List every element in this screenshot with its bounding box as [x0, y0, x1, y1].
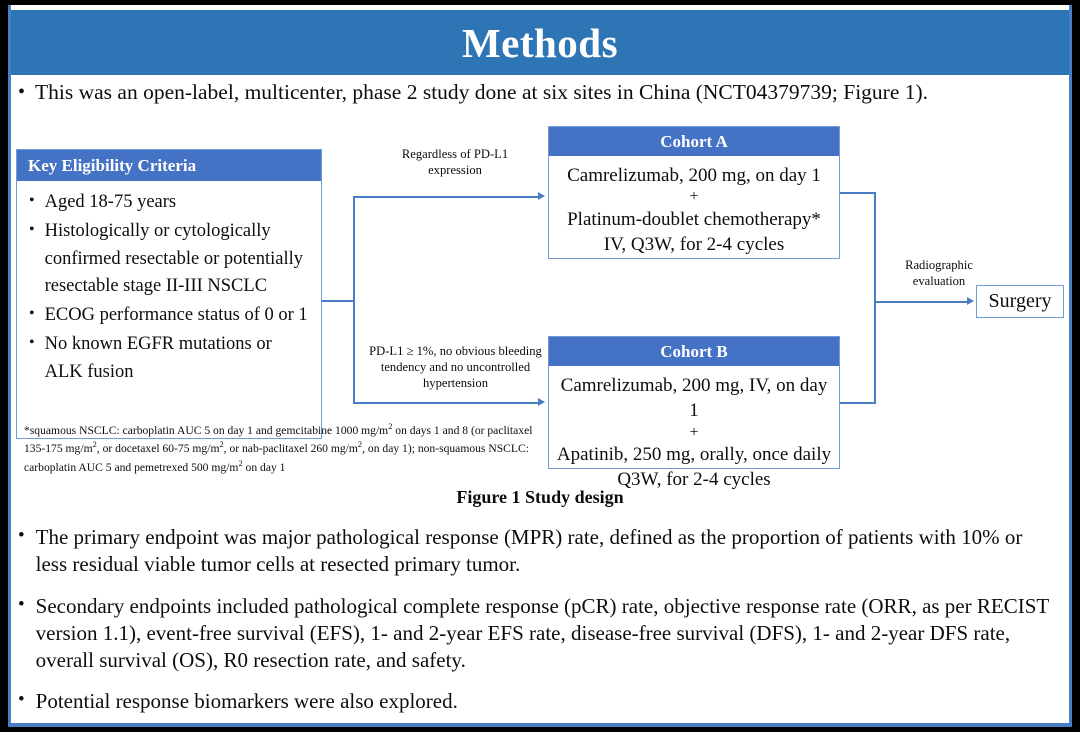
footnote-seg-1: *squamous NSCLC: carboplatin AUC 5 on da… [24, 423, 389, 437]
study-design-diagram: Key Eligibility Criteria • Aged 18-75 ye… [8, 118, 1072, 490]
connector-trunk-lower [353, 300, 355, 403]
connector-cohort-b-out [840, 402, 876, 404]
bullet-marker-icon: • [18, 81, 26, 103]
connector-to-surgery [874, 301, 969, 303]
surgery-label: Surgery [988, 290, 1052, 312]
superscript-2: 2 [219, 440, 224, 450]
cohort-a-body: Camrelizumab, 200 mg, on day 1 + Platinu… [549, 156, 839, 257]
eligibility-list: • Aged 18-75 years • Histologically or c… [17, 181, 321, 386]
bullet-text: Potential response biomarkers were also … [35, 689, 458, 714]
bullet-marker-icon: • [29, 192, 35, 209]
list-item: • Histologically or cytologically confir… [23, 218, 313, 301]
surgery-box: Surgery [976, 285, 1064, 318]
cohort-b-line-1: Camrelizumab, 200 mg, IV, on day 1 [560, 375, 828, 422]
connector-cohort-a-out [840, 192, 876, 194]
cohort-b-header: Cohort B [549, 337, 839, 366]
arrow-head-cohort-b-icon [538, 398, 545, 406]
superscript-2: 2 [357, 440, 363, 450]
arrow-head-surgery-icon [967, 297, 974, 305]
cohort-b-box: Cohort B Camrelizumab, 200 mg, IV, on da… [548, 336, 840, 490]
footnote-seg-2: on days 1 and 8 (or paclitaxel 135-175 m… [24, 423, 533, 456]
bullet-item: • Potential response biomarkers were als… [18, 688, 1056, 715]
branch-label-lower: PD-L1 ≥ 1%, no obvious bleeding tendency… [369, 344, 542, 391]
connector-trunk-upper [353, 196, 355, 301]
branch-label-radiographic: Radiographic evaluation [905, 258, 973, 289]
bullet-item: • Secondary endpoints included pathologi… [18, 593, 1056, 674]
figure-caption: Figure 1 Study design [456, 487, 624, 507]
footnote-seg-5: , on day 1); non-squamous NSCLC: carbopl… [24, 442, 529, 474]
bullet-marker-icon: • [29, 333, 35, 351]
cohort-b-line-2: Apatinib, 250 mg, orally, once daily [556, 443, 832, 465]
bullet-marker-icon: • [29, 305, 35, 322]
connector-merge-vertical [874, 192, 876, 403]
bullet-text: The primary endpoint was major pathologi… [35, 525, 1023, 576]
eligibility-criteria-box: Key Eligibility Criteria • Aged 18-75 ye… [16, 149, 322, 439]
arrow-head-cohort-a-icon [538, 192, 545, 200]
bullet-marker-icon: • [18, 689, 25, 711]
cohort-a-line-2: Platinum-doublet chemotherapy* [567, 208, 821, 230]
bullet-item: • The primary endpoint was major patholo… [18, 524, 1056, 578]
list-item-label: Histologically or cytologically confirme… [44, 220, 303, 297]
connector-branch-lower [353, 402, 539, 404]
bullet-marker-icon: • [29, 220, 35, 238]
list-item-label: Aged 18-75 years [44, 192, 177, 212]
list-item: • Aged 18-75 years [23, 189, 313, 217]
cohort-a-header: Cohort A [549, 127, 839, 156]
bullet-marker-icon: • [18, 525, 25, 546]
chemotherapy-footnote: *squamous NSCLC: carboplatin AUC 5 on da… [24, 421, 554, 476]
footnote-seg-4: , or nab-paclitaxel 260 mg/m [223, 442, 358, 456]
list-item-label: ECOG performance status of 0 or 1 [44, 305, 308, 325]
cohort-b-body: Camrelizumab, 200 mg, IV, on day 1 + Apa… [549, 366, 839, 492]
list-item: • ECOG performance status of 0 or 1 [23, 302, 313, 330]
bullet-marker-icon: • [18, 593, 25, 615]
branch-label-upper: Regardless of PD-L1 expression [401, 147, 509, 178]
title-banner: Methods [11, 10, 1069, 75]
superscript-2: 2 [238, 458, 243, 468]
lead-bullet-text: This was an open-label, multicenter, pha… [35, 80, 929, 104]
endpoints-bullet-list: • The primary endpoint was major patholo… [18, 524, 1056, 730]
footnote-seg-3: , or docetaxel 60-75 mg/m [96, 442, 220, 456]
cohort-a-line-3: IV, Q3W, for 2-4 cycles [603, 233, 785, 255]
connector-stub [322, 300, 355, 302]
list-item-label: No known EGFR mutations or ALK fusion [44, 333, 272, 382]
connector-branch-upper [353, 196, 539, 198]
lead-bullet: • This was an open-label, multicenter, p… [18, 80, 1058, 106]
superscript-2: 2 [92, 440, 97, 450]
footnote-seg-6: on day 1 [242, 460, 286, 474]
eligibility-header: Key Eligibility Criteria [17, 150, 321, 181]
cohort-b-plus: + [689, 423, 699, 441]
page-title: Methods [461, 19, 619, 66]
cohort-a-plus: + [689, 188, 699, 206]
list-item: • No known EGFR mutations or ALK fusion [23, 331, 313, 387]
superscript-2: 2 [388, 422, 393, 431]
bullet-text: Secondary endpoints included pathologica… [35, 593, 1049, 672]
cohort-a-box: Cohort A Camrelizumab, 200 mg, on day 1 … [548, 126, 840, 259]
cohort-b-line-3: Q3W, for 2-4 cycles [617, 469, 771, 491]
cohort-a-line-1: Camrelizumab, 200 mg, on day 1 [567, 165, 821, 186]
